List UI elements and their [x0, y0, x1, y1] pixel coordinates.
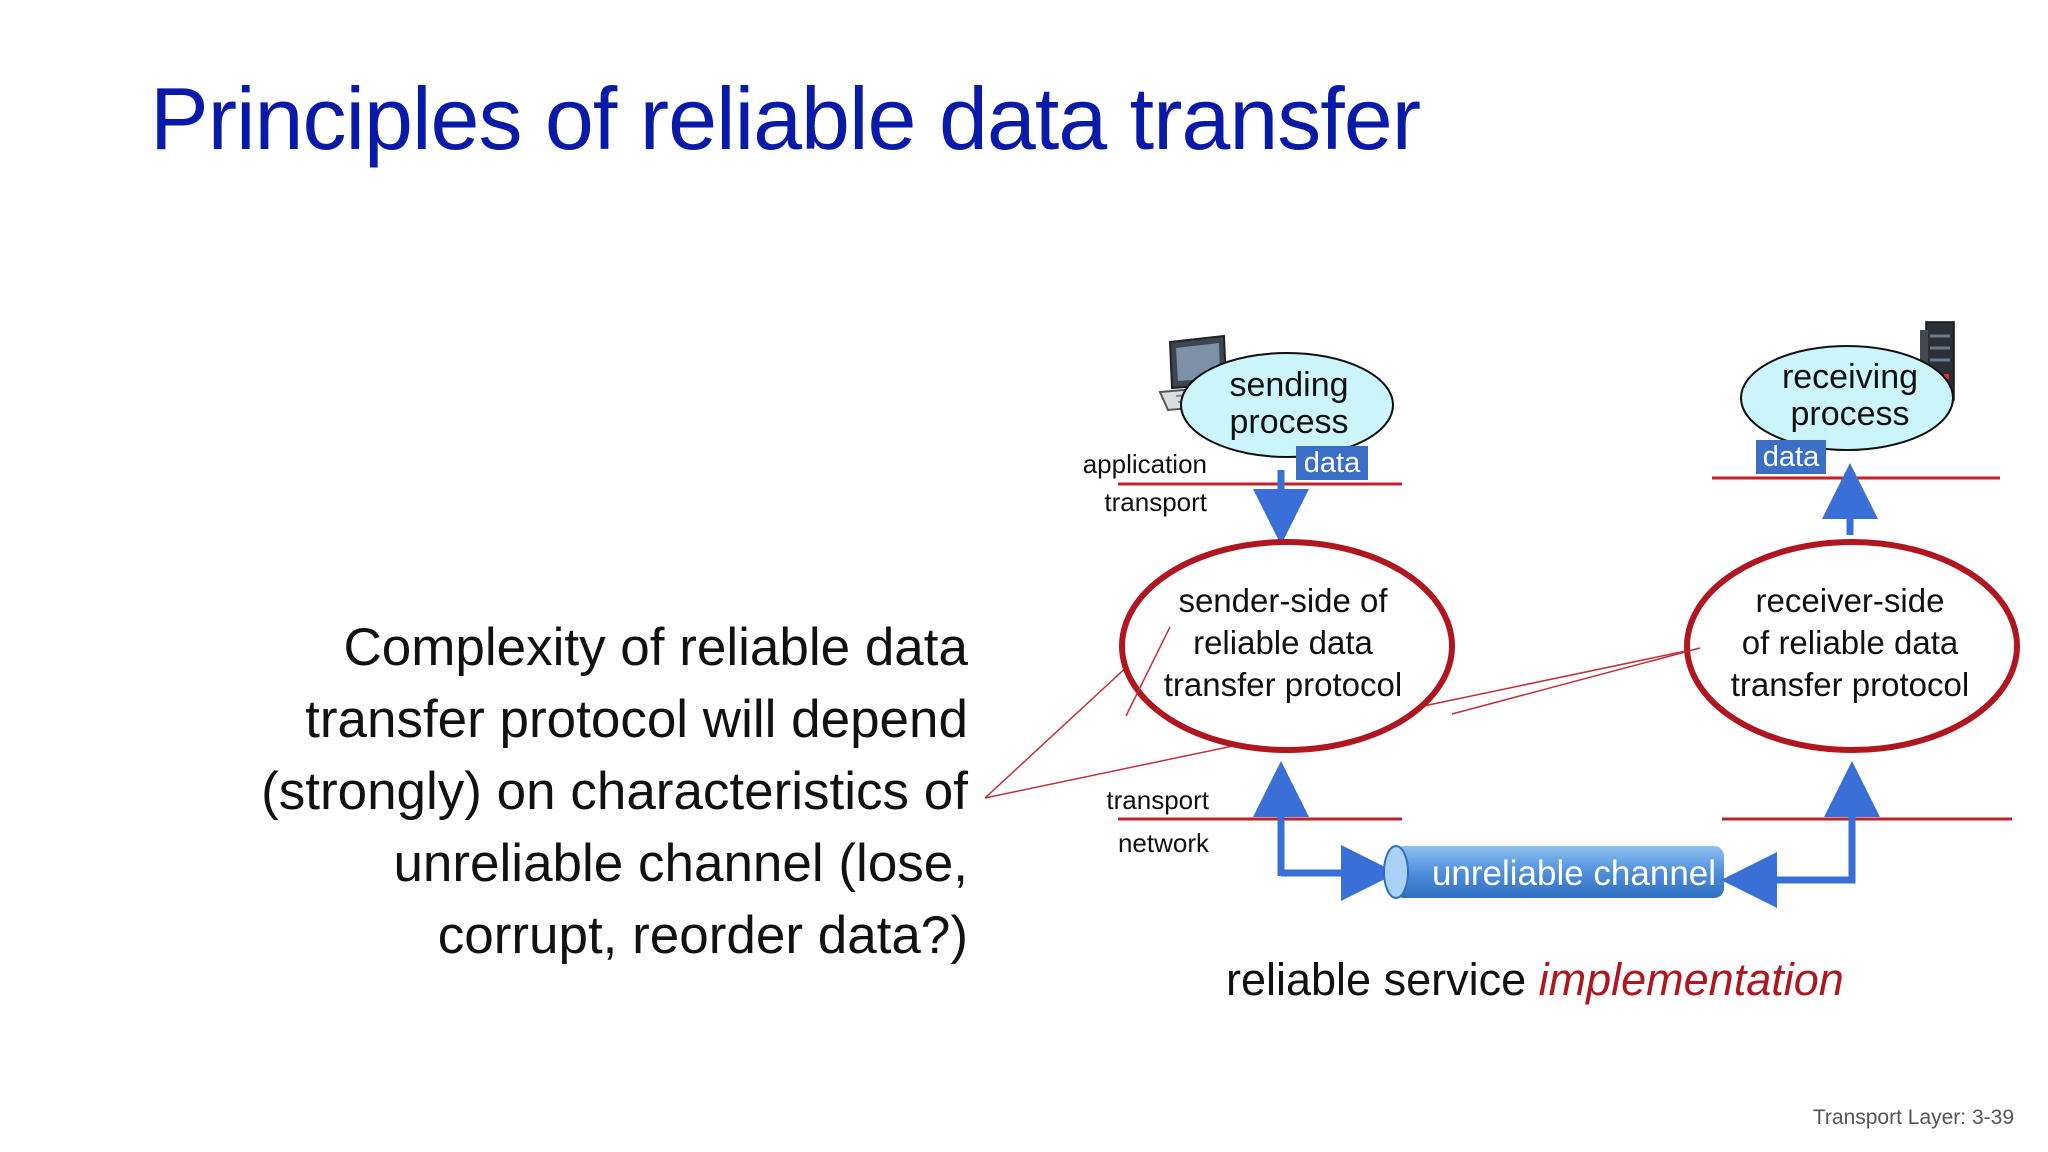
- unreliable-channel: [1383, 845, 1724, 899]
- caption-emphasis: implementation: [1539, 954, 1844, 1005]
- sender-protocol-label: sender-side of: [1178, 582, 1388, 619]
- sender-protocol-label: transfer protocol: [1164, 666, 1402, 703]
- body-line: unreliable channel (lose,: [393, 834, 968, 893]
- data-box-sender: [1296, 446, 1368, 480]
- body-line: Complexity of reliable data: [343, 618, 968, 677]
- receiving-process-label: process: [1790, 395, 1909, 433]
- layer-label-transport: transport: [1106, 785, 1209, 815]
- sending-process: [1180, 352, 1394, 458]
- layer-label-transport: transport: [1104, 487, 1207, 517]
- sending-process-label: sending: [1229, 366, 1348, 404]
- sender-protocol: [1119, 539, 1455, 753]
- caption-plain: reliable service: [1226, 954, 1539, 1005]
- diagram-caption: reliable service implementation: [1226, 954, 1844, 1005]
- receiver-protocol-label: of reliable data: [1742, 624, 1959, 661]
- slide-title: Principles of reliable data transfer: [150, 69, 1421, 168]
- body-text: Complexity of reliable data transfer pro…: [208, 612, 968, 972]
- body-line: corrupt, reorder data?): [437, 906, 968, 965]
- sending-process-label: process: [1229, 403, 1348, 441]
- slide-footer: Transport Layer: 3-39: [1812, 1106, 2014, 1129]
- data-box-label: data: [1304, 447, 1361, 479]
- layer-label-application: application: [1083, 449, 1207, 479]
- data-box-receiver: [1756, 440, 1826, 474]
- sender-protocol-label: reliable data: [1193, 624, 1373, 661]
- layer-label-network: network: [1118, 828, 1210, 858]
- pointer-line-sender-inner: [1125, 626, 1171, 717]
- receiving-process-label: receiving: [1782, 358, 1918, 396]
- receiver-protocol: [1684, 539, 2020, 753]
- pointer-line-receiver-inner: [1451, 647, 1701, 715]
- receiver-protocol-label: receiver-side: [1756, 582, 1945, 619]
- receiver-protocol-label: transfer protocol: [1731, 666, 1969, 703]
- arrow-channel-to-receiver: [1770, 790, 1856, 884]
- body-line: (strongly) on characteristics of: [261, 762, 968, 821]
- data-box-label: data: [1763, 441, 1820, 473]
- channel-label: unreliable channel: [1432, 854, 1716, 893]
- receiving-process: [1740, 345, 1954, 451]
- body-line: transfer protocol will depend: [305, 690, 968, 749]
